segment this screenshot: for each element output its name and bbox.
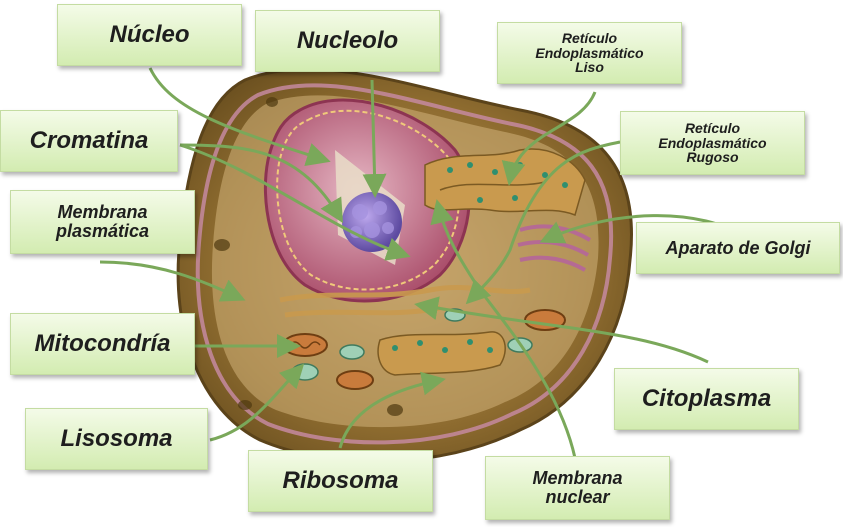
label-rel-line3: Liso — [575, 59, 604, 76]
label-ribosoma: Ribosoma — [248, 450, 433, 512]
label-rer-line3: Rugoso — [686, 149, 739, 166]
label-membrana-nuclear-line2: nuclear — [545, 487, 610, 507]
label-rel-line1: Retículo — [561, 29, 618, 46]
label-rer-line1: Retículo — [684, 119, 741, 136]
label-rel-line2: Endoplasmático — [535, 44, 644, 61]
lower-er — [377, 331, 506, 376]
arrow-nucleo — [148, 67, 331, 167]
label-nucleolo-text: Nucleolo — [296, 27, 399, 55]
label-membrana-plasmatica: Membrana plasmática — [10, 190, 195, 254]
label-aparato-golgi: Aparato de Golgi — [636, 222, 840, 274]
label-citoplasma: Citoplasma — [614, 368, 799, 430]
label-lisosoma-text: Lisosoma — [60, 425, 173, 453]
arrow-nucleolo — [362, 79, 387, 198]
label-mitocondria: Mitocondría — [10, 313, 195, 375]
label-golgi-text: Aparato de Golgi — [665, 237, 811, 258]
arrow-ribosoma — [338, 371, 446, 449]
label-cromatina-text: Cromatina — [29, 127, 149, 155]
label-membrana-plasmatica-line1: Membrana — [57, 202, 148, 223]
label-nucleo-text: Núcleo — [109, 21, 190, 49]
arrow-rel — [501, 91, 597, 186]
label-membrana-nuclear-line1: Membrana — [532, 468, 623, 489]
label-nucleo: Núcleo — [57, 4, 242, 66]
connector-arrows — [99, 67, 751, 459]
label-reticulo-rugoso: Retículo Endoplasmático Rugoso — [620, 111, 805, 175]
label-nucleolo: Nucleolo — [255, 10, 440, 72]
label-ribosoma-text: Ribosoma — [282, 467, 399, 495]
nucleolus — [342, 192, 402, 252]
label-lisosoma: Lisosoma — [25, 408, 208, 470]
plasma-membrane — [195, 83, 614, 445]
nuclear-membrane — [276, 109, 460, 291]
label-reticulo-liso: Retículo Endoplasmático Liso — [497, 22, 682, 84]
arrow-cromatina-2 — [179, 143, 411, 261]
rough-er — [424, 148, 586, 217]
label-citoplasma-text: Citoplasma — [641, 385, 772, 413]
arrow-membrana-plasmatica — [99, 260, 246, 302]
label-cromatina: Cromatina — [0, 110, 178, 172]
arrow-lisosoma — [209, 363, 305, 442]
arrow-cromatina — [179, 143, 344, 224]
label-rer-line2: Endoplasmático — [658, 134, 767, 151]
arrow-citoplasma — [414, 296, 709, 364]
label-membrana-nuclear: Membrana nuclear — [485, 456, 670, 520]
arrow-membrana-nuclear — [430, 199, 577, 459]
arrow-rer — [465, 140, 621, 305]
label-mitocondria-text: Mitocondría — [34, 330, 171, 358]
label-membrana-plasmatica-line2: plasmática — [55, 221, 150, 241]
